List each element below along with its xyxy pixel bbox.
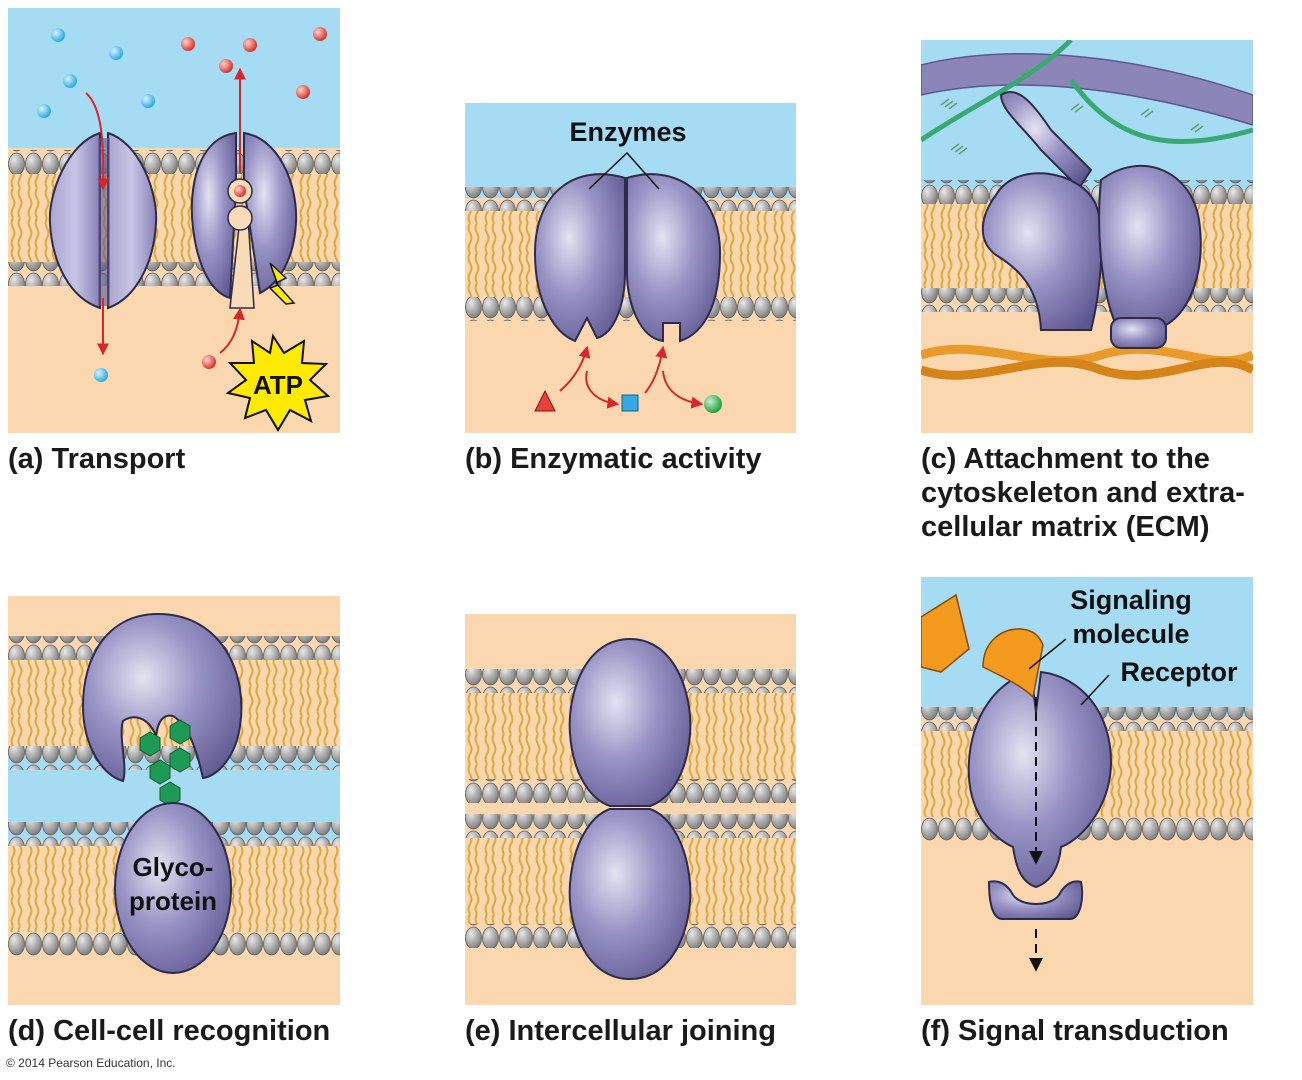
signaling-molecule-label-line-1: Signaling xyxy=(1070,585,1192,615)
receptor-label: Receptor xyxy=(1120,657,1238,687)
signaling-leader-line xyxy=(1028,638,1067,670)
energy-bolt-icon xyxy=(268,262,296,305)
intermediate-square xyxy=(621,394,639,412)
glycoprotein xyxy=(114,802,232,974)
bound-signaling-molecule xyxy=(982,628,1044,699)
blue-solutes xyxy=(37,28,155,382)
panel-cell-cell-recognition: Glyco- protein xyxy=(8,596,340,1005)
enzyme-right xyxy=(626,173,722,343)
enzymes-leader-lines xyxy=(588,151,660,190)
panel-signal-transduction: Signaling molecule Receptor xyxy=(921,577,1253,1005)
glycoprotein-label-line-1: Glyco- xyxy=(133,852,214,882)
pump-in-arrow xyxy=(219,307,245,354)
ecm-fiber xyxy=(921,40,1073,143)
caption-intercellular-joining: (e) Intercellular joining xyxy=(465,1015,776,1047)
free-signaling-molecule xyxy=(921,593,970,673)
caption-attachment-line-2: cytoskeleton and extra- xyxy=(921,477,1245,509)
attachment-protein-left xyxy=(981,172,1103,331)
anchor-protein xyxy=(1110,317,1167,349)
caption-enzymatic-activity: (b) Enzymatic activity xyxy=(465,443,762,475)
caption-attachment-line-1: (c) Attachment to the xyxy=(921,443,1210,475)
glycoprotein-label-line-2: protein xyxy=(129,886,217,916)
junction-protein-upper xyxy=(568,637,692,807)
enzyme-left xyxy=(533,173,626,343)
junction-protein-lower xyxy=(568,808,692,981)
panel-transport: ATP xyxy=(8,8,340,433)
influx-arrow xyxy=(85,92,110,191)
channel-protein xyxy=(48,131,158,310)
attachment-protein-right xyxy=(1098,164,1202,326)
receptor-protein xyxy=(967,670,1113,889)
ecm-collagen-fiber xyxy=(921,53,1253,126)
caption-attachment-line-3: cellular matrix (ECM) xyxy=(921,511,1210,543)
copyright-notice: © 2014 Pearson Education, Inc. xyxy=(6,1056,176,1070)
atp-burst: ATP xyxy=(225,333,331,432)
receptor-leader-line xyxy=(1080,674,1110,706)
atp-label: ATP xyxy=(253,370,303,400)
integrin-stalk xyxy=(999,90,1093,190)
caption-attachment: (c) Attachment to the cytoskeleton and e… xyxy=(921,442,1245,544)
product-sphere xyxy=(704,395,722,413)
cytoskeleton-filament xyxy=(921,344,1253,380)
panel-enzymatic-activity: Enzymes xyxy=(465,103,796,433)
pump-protein xyxy=(190,131,298,309)
caption-cell-cell-recognition: (d) Cell-cell recognition xyxy=(8,1015,331,1047)
panel-intercellular-joining xyxy=(465,614,796,1005)
relay-protein xyxy=(987,880,1084,920)
signaling-molecule-label-line-2: molecule xyxy=(1072,619,1189,649)
carbohydrate-chain xyxy=(139,719,191,807)
substrate-triangle xyxy=(534,389,556,412)
red-solutes xyxy=(181,27,327,369)
enzymes-label: Enzymes xyxy=(569,117,686,147)
panel-attachment xyxy=(921,40,1253,433)
caption-signal-transduction: (f) Signal transduction xyxy=(921,1015,1229,1047)
caption-transport: (a) Transport xyxy=(8,443,186,475)
